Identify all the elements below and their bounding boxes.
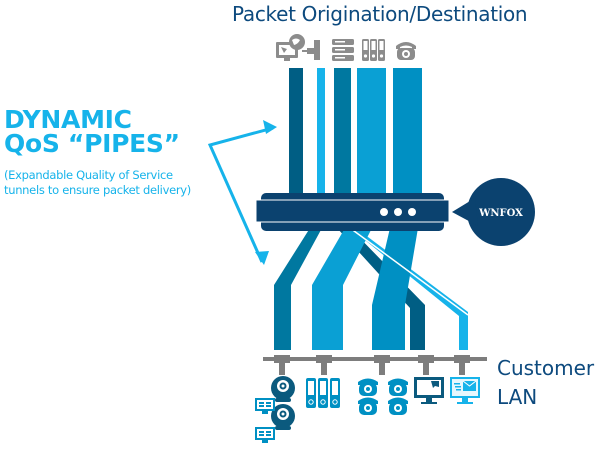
qos-pipes-heading: DYNAMIC QoS “PIPES” <box>4 105 180 158</box>
qos-description-line2: tunnels to ensure packet delivery) <box>4 183 191 197</box>
router-device <box>255 193 450 231</box>
webcam-icon <box>271 376 295 402</box>
server-rack-icon <box>332 39 354 61</box>
pipe-3-lower <box>274 228 322 350</box>
pipe-1-upper <box>289 68 303 195</box>
qos-heading-line1: DYNAMIC <box>4 105 132 134</box>
telephone-icon <box>388 397 408 415</box>
computer-globe-icon <box>276 34 305 61</box>
router-light-1 <box>380 208 388 216</box>
arrow-lines <box>207 126 274 263</box>
router-light-3 <box>408 208 416 216</box>
monitor-small-icon <box>255 427 275 443</box>
qos-description-line1: (Expandable Quality of Service <box>4 168 173 182</box>
router-light-2 <box>394 208 402 216</box>
arrow-head-upper <box>263 120 277 134</box>
customer-lan-label: Customer LAN <box>497 354 594 412</box>
pipe-5-upper <box>393 68 422 195</box>
qos-heading-line2: QoS “PIPES” <box>4 129 180 158</box>
pipe-2-upper <box>317 68 325 195</box>
callout-arrows <box>207 126 274 263</box>
telephone-icon <box>396 42 416 60</box>
file-binders-icon <box>362 39 385 61</box>
customer-lan-line1: Customer <box>497 356 595 380</box>
file-binders-icon <box>306 378 340 408</box>
telephone-icon <box>388 378 408 396</box>
pipe-5-lower <box>372 228 418 350</box>
pipe-4-upper <box>357 68 386 195</box>
monitor-small-icon <box>255 398 275 414</box>
customer-lan-line2: LAN <box>497 385 538 409</box>
wnfox-badge: WNFOX <box>452 178 535 246</box>
webcam-icon <box>271 404 295 430</box>
network-plug-icon <box>302 40 320 60</box>
lan-bus <box>263 355 487 375</box>
diagram-title: Packet Origination/Destination <box>232 2 528 26</box>
pipe-3-upper <box>334 68 351 195</box>
monitor-email-icon <box>450 377 480 404</box>
telephone-icon <box>358 378 378 396</box>
pipe-4-lower <box>312 228 372 350</box>
arrow-head-lower <box>255 251 269 265</box>
monitor-browser-icon <box>414 377 444 404</box>
telephone-icon <box>358 397 378 415</box>
qos-pipes-description: (Expandable Quality of Service tunnels t… <box>4 168 191 198</box>
badge-label: WNFOX <box>478 208 523 219</box>
